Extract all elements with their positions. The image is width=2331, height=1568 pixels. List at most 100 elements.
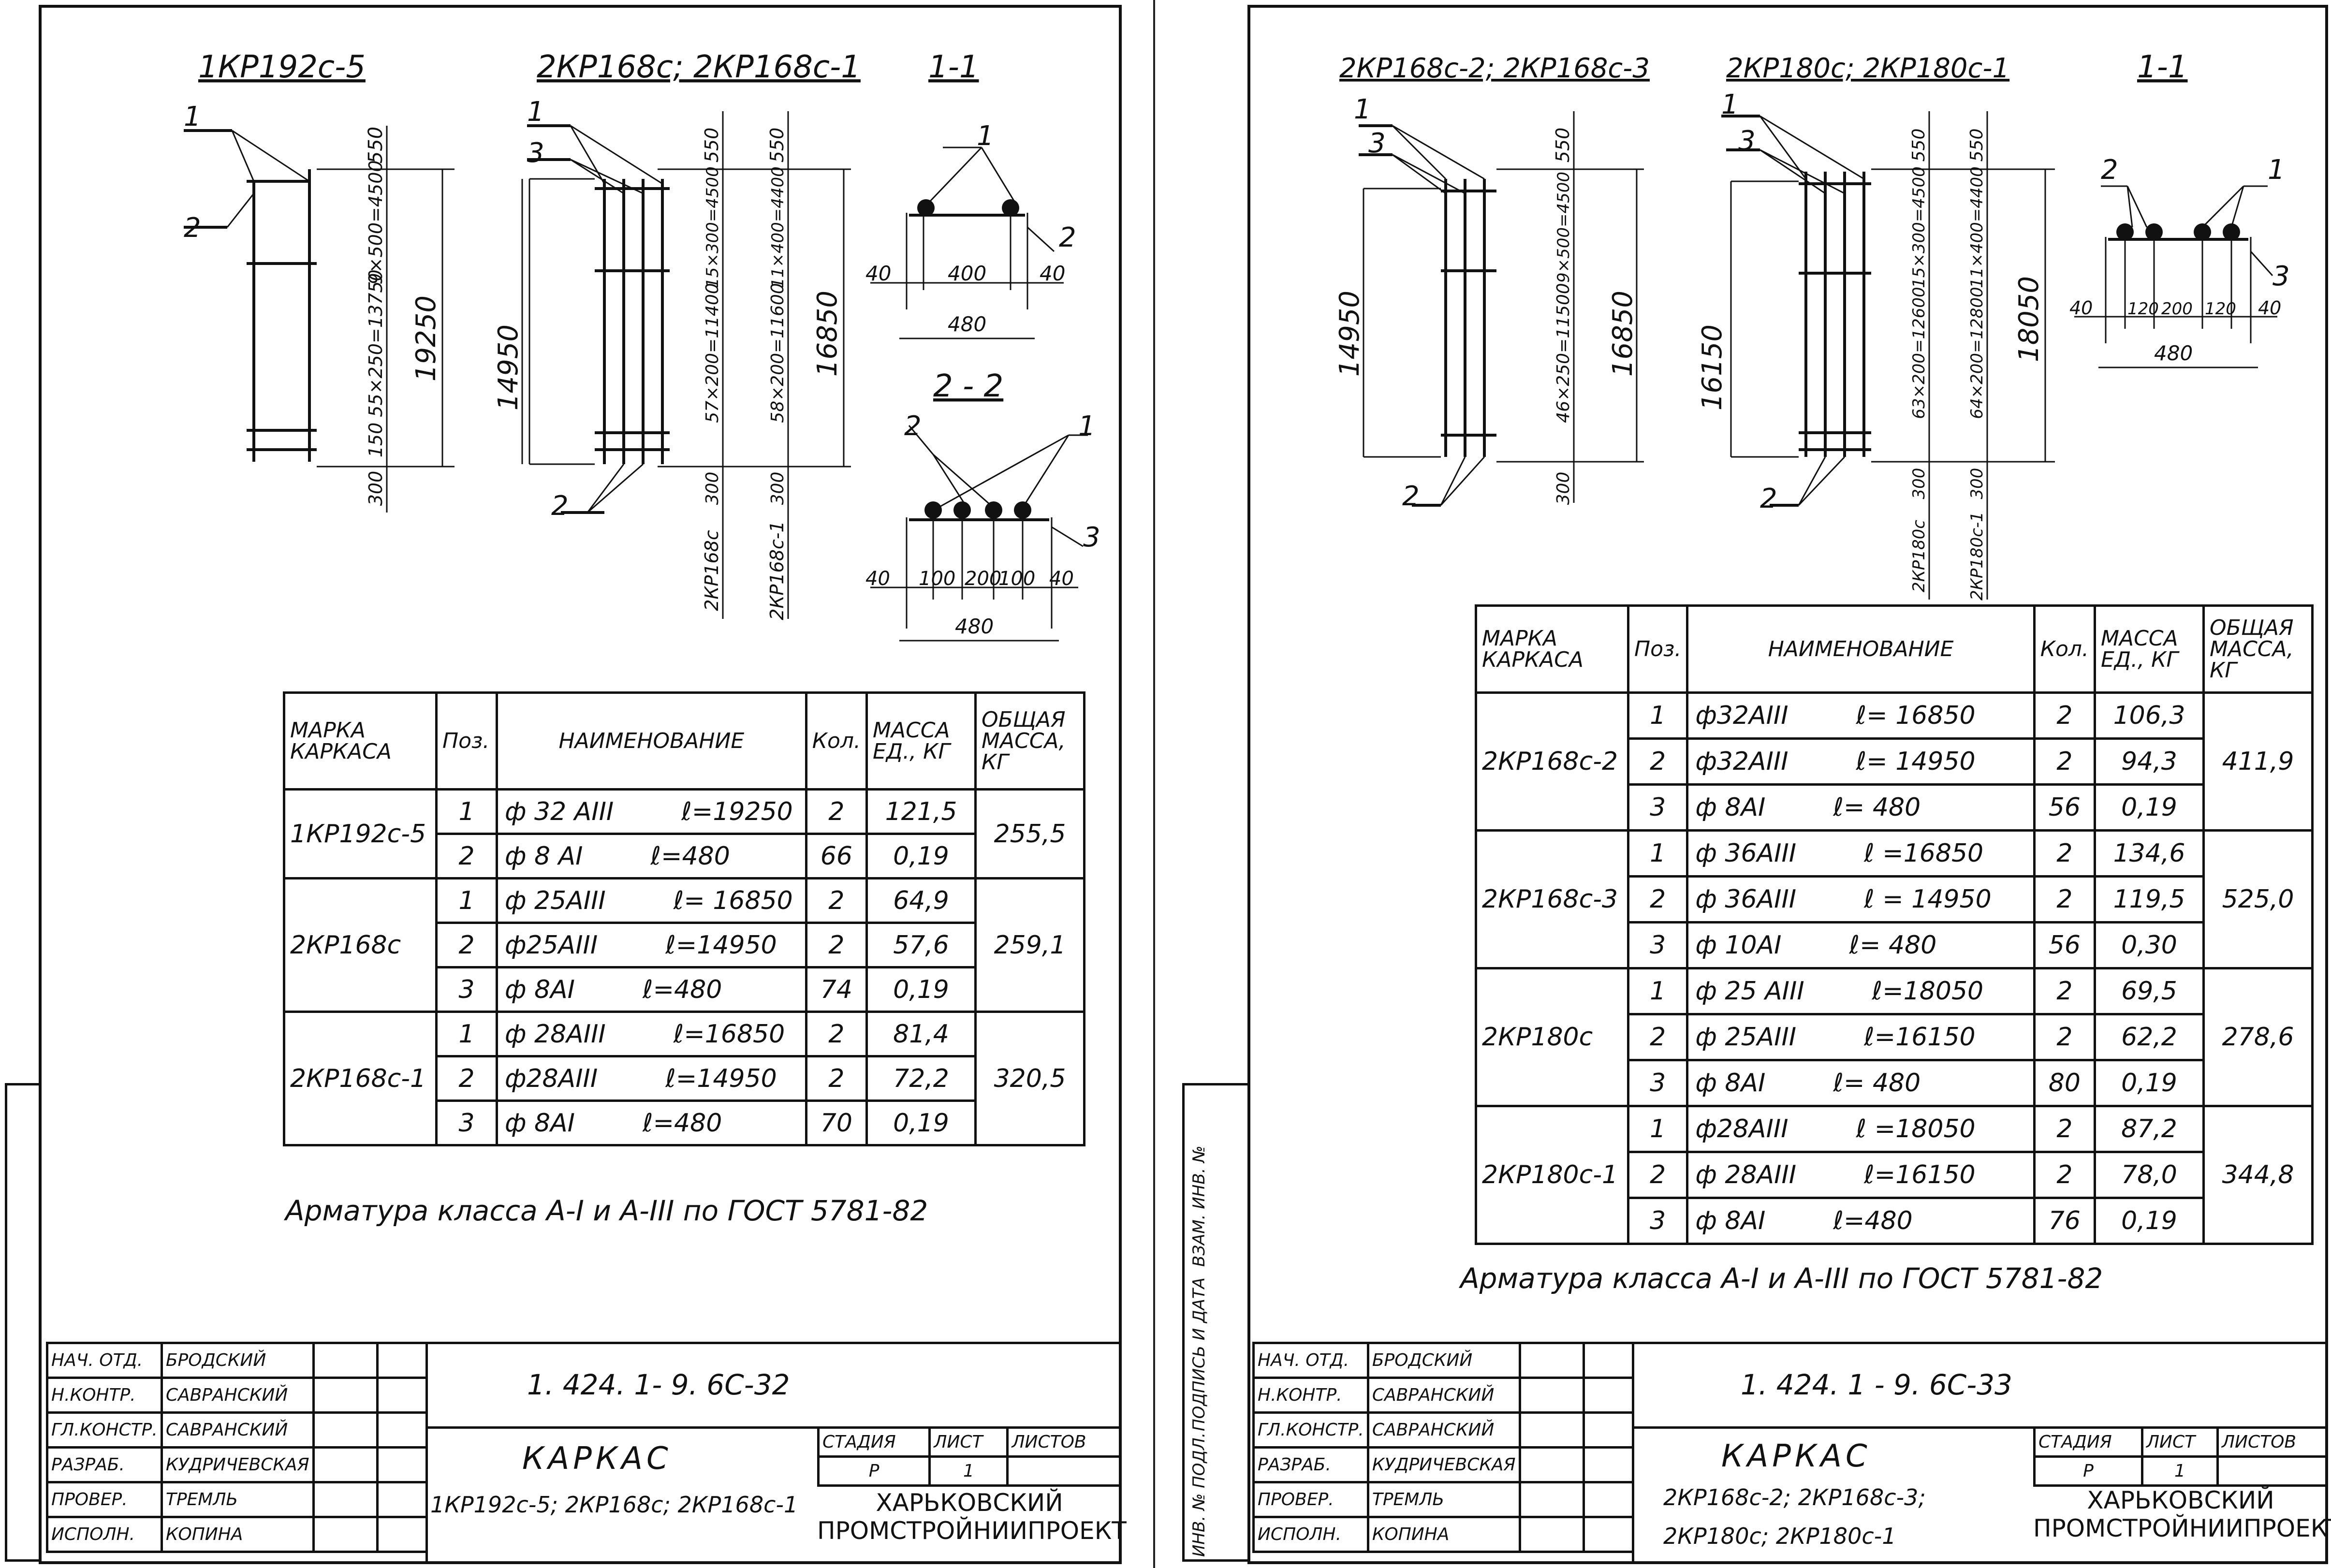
section-dim: 200 (965, 568, 1001, 590)
dim: 550 (365, 127, 387, 163)
sheet-value: 1 (928, 1455, 1009, 1487)
pos-cell: 3 (1627, 1197, 1689, 1245)
stage-label: СТАДИЯ (2033, 1426, 2143, 1458)
signature (1518, 1377, 1585, 1414)
mass-cell: 0,19 (2094, 1059, 2205, 1107)
right-title-divider (1632, 1426, 2328, 1429)
length-label: ℓ=480 (642, 975, 722, 1004)
length-label: ℓ= 480 (1849, 931, 1937, 960)
rebar-dot (917, 199, 935, 217)
date (376, 1411, 428, 1449)
sheets-label: ЛИСТОВ (1006, 1426, 1122, 1458)
section-dim: 480 (955, 615, 994, 638)
dim: 57×200=11400 (703, 283, 722, 423)
pos-cell: 3 (435, 966, 498, 1013)
mark-cell: 2КР180с-1 (1475, 1105, 1629, 1245)
pos-label: 2 (1760, 483, 1777, 514)
pos-cell: 2 (1627, 737, 1689, 786)
pos-label: 1 (1721, 89, 1739, 120)
total-cell: 411,9 (2202, 691, 2314, 832)
signature (1518, 1481, 1585, 1518)
section-dim: 40 (1049, 568, 1074, 590)
organization-name: ХАРЬКОВСКИЙ ПРОМСТРОЙНИИПРОЕКТ (2033, 1486, 2331, 1542)
section-1-1-title: 1-1 (2137, 49, 2188, 85)
length-label: ℓ =18050 (1856, 1114, 1976, 1143)
bar-label: ф 8АI (1695, 793, 1766, 822)
bar-label: ф 8АI (1695, 1206, 1766, 1235)
col-total: ОБЩАЯ МАССА, КГ (974, 691, 1085, 791)
mass-cell: 121,5 (865, 788, 977, 835)
person: КОПИНА (160, 1516, 315, 1553)
name-cell: ф28АIII ℓ=14950 (496, 1055, 807, 1102)
mass-cell: 72,2 (865, 1055, 977, 1102)
dim: 300 (365, 471, 386, 506)
section-dim: 480 (2154, 341, 2193, 365)
sheet-label: ЛИСТ (2140, 1426, 2219, 1458)
role: ПРОВЕР. (1252, 1481, 1369, 1518)
qty-cell: 2 (2033, 1105, 2096, 1153)
variant-label: 2КР168с-1 (766, 521, 788, 620)
sheet-value: 1 (2140, 1455, 2219, 1487)
length-label: ℓ=14950 (665, 1064, 777, 1093)
pos-label: 2 (551, 490, 569, 522)
qty-cell: 2 (2033, 829, 2096, 878)
qty-cell: 74 (805, 966, 868, 1013)
signature (312, 1411, 379, 1449)
length-label: ℓ= 16850 (1856, 701, 1976, 730)
dim: 300 (1554, 472, 1573, 505)
col-name: НАИМЕНОВАНИЕ (496, 691, 807, 791)
dim: 550 (1967, 129, 1987, 162)
pos-cell: 2 (435, 922, 498, 968)
col-pos: Поз. (435, 691, 498, 791)
bar-label: ф 8АI (1695, 1069, 1766, 1098)
frame2-title: 2КР168с; 2КР168с-1 (537, 49, 861, 85)
pos-cell: 1 (435, 1011, 498, 1057)
pos-label: 3 (1083, 522, 1100, 553)
mass-cell: 62,2 (2094, 1013, 2205, 1061)
dim: 150 (365, 423, 386, 458)
dim: 9×500=4500 (365, 160, 386, 284)
dim-total: 16850 (1607, 291, 1639, 377)
mass-cell: 0,19 (2094, 1197, 2205, 1245)
mass-cell: 57,6 (865, 922, 977, 968)
bar-label: ф 8АI (505, 1108, 575, 1138)
mark-cell: 1КР192с-5 (283, 788, 438, 879)
person: БРОДСКИЙ (1366, 1342, 1521, 1379)
org-line-1: ХАРЬКОВСКИЙ (876, 1489, 1063, 1517)
pos-cell: 2 (435, 833, 498, 879)
date (376, 1377, 428, 1414)
pos-label: 3 (1738, 125, 1756, 157)
dim: 300 (1967, 468, 1987, 499)
sheets-value (2216, 1455, 2329, 1487)
pos-label: 2 (184, 212, 201, 244)
dim: 9×500=4500 (1554, 172, 1573, 283)
col-name: НАИМЕНОВАНИЕ (1686, 604, 2036, 694)
drawing-title: КАРКАС (522, 1441, 672, 1477)
bar-label: ф 36АIII (1695, 885, 1797, 914)
length-label: ℓ= 480 (1833, 1069, 1921, 1098)
dim-total: 19250 (410, 295, 442, 381)
person: КУДРИЧЕВСКАЯ (1366, 1446, 1521, 1483)
section-dim: 40 (1040, 262, 1065, 285)
dim: 550 (1552, 128, 1573, 163)
bar-label: ф 8АI (505, 975, 575, 1004)
qty-cell: 76 (2033, 1197, 2096, 1245)
dim: 11×400=4400 (1967, 166, 1987, 288)
org-line-2: ПРОМСТРОЙНИИПРОЕКТ (817, 1516, 1127, 1545)
section-dim: 480 (948, 312, 986, 336)
dim: 55×250=13750 (365, 269, 386, 417)
pos-label: 1 (1354, 94, 1371, 125)
bar-label: ф 36АIII (1695, 839, 1797, 868)
mass-cell: 69,5 (2094, 967, 2205, 1015)
col-qty: Кол. (805, 691, 868, 791)
pos-label: 1 (527, 96, 544, 128)
bar-label: ф 28АIII (1695, 1160, 1797, 1189)
bar-label: ф28АIII (505, 1064, 598, 1093)
left-spec-table: МАРКА КАРКАСА Поз. НАИМЕНОВАНИЕ Кол. МАС… (283, 691, 1085, 1146)
